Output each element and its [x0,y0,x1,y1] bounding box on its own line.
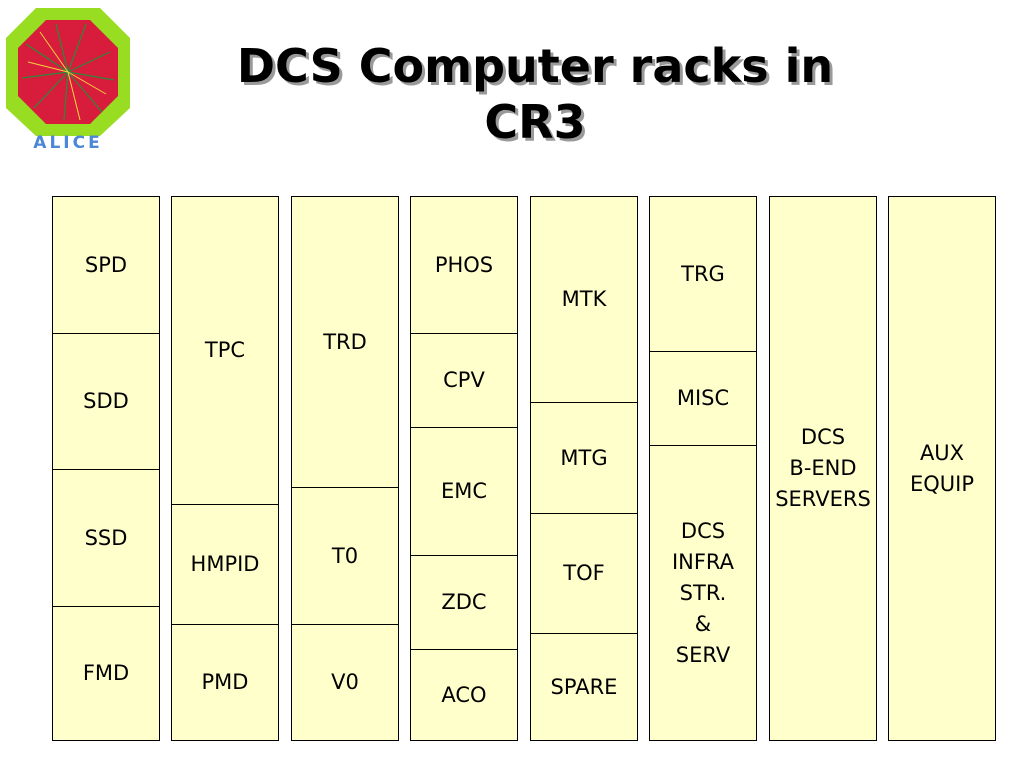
rack-slot: ACO [411,649,517,740]
rack-8: AUX EQUIP [888,196,996,741]
rack-slot: ZDC [411,555,517,649]
rack-slot: TPC [172,197,278,504]
rack-slot: FMD [53,606,159,740]
slot-label: SSD [84,525,128,550]
slot-label: DCS B-END SERVERS [775,425,871,511]
slot-label: T0 [331,543,359,568]
slot-label: HMPID [190,552,260,576]
slot-label: SPD [84,252,128,277]
rack-slot: TRG [650,197,756,351]
rack-slot: DCS INFRA STR. & SERV [650,445,756,740]
slot-label: V0 [331,670,359,694]
slot-label: MTG [560,445,608,470]
slot-label: EMC [440,479,488,503]
rack-slot: DCS B-END SERVERS [770,197,876,740]
rack-slot: MTK [531,197,637,402]
logo-tracks-yellow [27,31,107,121]
rack-slot: SDD [53,333,159,469]
slide-title-line-1: DCS Computer racks in [236,39,834,93]
rack-slot: SPARE [531,633,637,740]
rack-slot: TRD [292,197,398,487]
rack-slot: PMD [172,624,278,740]
slot-label: SPARE [550,674,618,699]
slot-label: TPC [204,338,246,362]
rack-slot: T0 [292,487,398,624]
rack-5: MTK MTG TOF SPARE [530,196,638,741]
slot-label: SDD [83,389,129,413]
slide-title-line-2: CR3 [484,95,586,149]
rack-slot: HMPID [172,504,278,624]
alice-logo-graphic: ALICE [6,8,130,152]
rack-slot: MTG [531,402,637,513]
alice-logo: ALICE [6,8,130,152]
rack-3: TRD T0 V0 [291,196,399,741]
slot-label: ZDC [441,590,487,614]
rack-4: PHOS CPV EMC ZDC ACO [410,196,518,741]
slot-label: MISC [676,386,730,410]
rack-slot: AUX EQUIP [889,197,995,740]
rack-slot: SPD [53,197,159,333]
rack-slot: EMC [411,427,517,555]
slot-label: DCS INFRA STR. & SERV [671,518,735,667]
slot-label: TRG [681,261,725,286]
slot-label: MTK [561,287,607,311]
slide-title: DCS Computer racks in CR3 [170,38,900,150]
slot-label: PMD [201,670,249,694]
rack-1: SPD SDD SSD FMD [52,196,160,741]
slot-label: CPV [443,368,485,392]
slot-label: ACO [441,682,487,707]
slot-label: TRD [323,329,367,354]
logo-tracks [21,23,115,121]
rack-slot: PHOS [411,197,517,333]
rack-slot: V0 [292,624,398,740]
slot-label: PHOS [434,252,494,277]
slot-label: FMD [82,661,130,685]
rack-slot: MISC [650,351,756,445]
rack-slot: CPV [411,333,517,427]
rack-6: TRG MISC DCS INFRA STR. & SERV [649,196,757,741]
rack-slot: SSD [53,469,159,606]
rack-2: TPC HMPID PMD [171,196,279,741]
rack-slot: TOF [531,513,637,633]
logo-text: ALICE [33,133,102,152]
rack-7: DCS B-END SERVERS [769,196,877,741]
slot-label: AUX EQUIP [909,440,975,496]
slot-label: TOF [563,561,605,585]
